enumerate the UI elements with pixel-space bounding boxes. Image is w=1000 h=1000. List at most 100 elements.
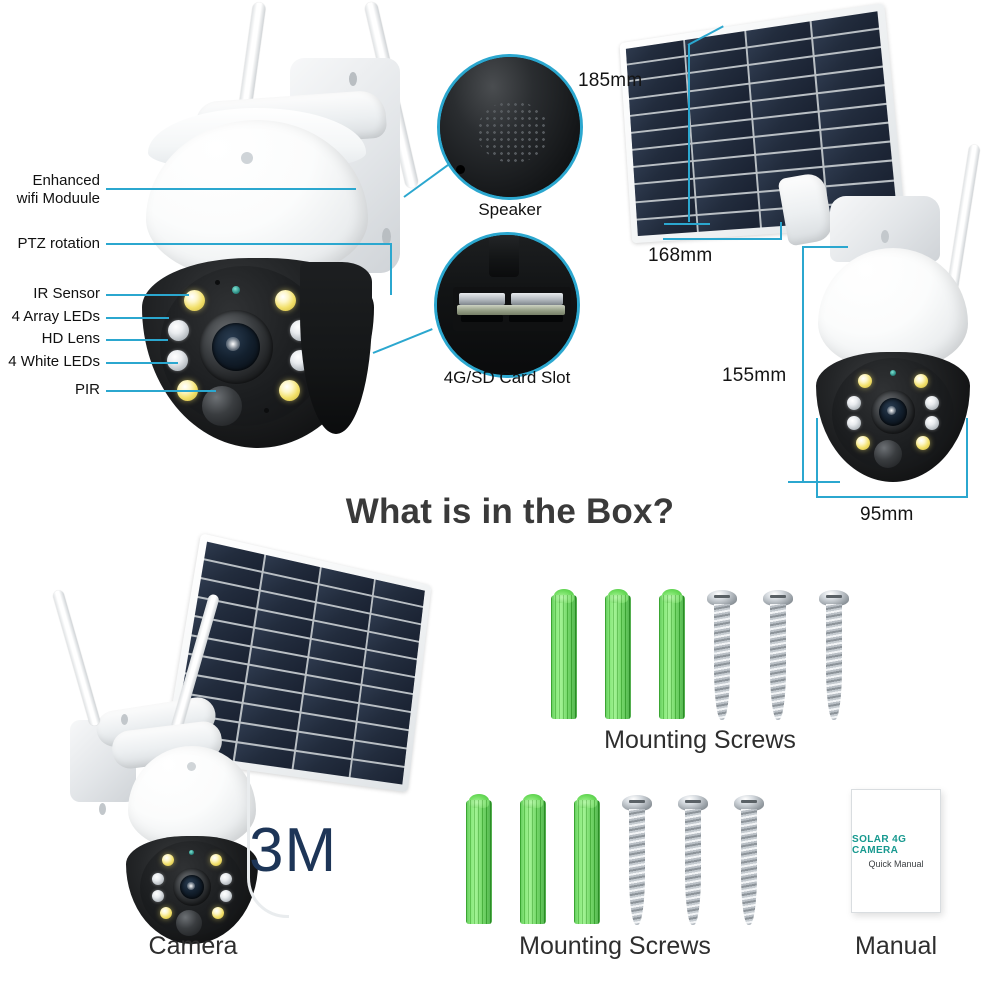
box-white-led-tl <box>162 854 174 866</box>
box-panel-arm-hole <box>121 714 128 725</box>
array-led-left-upper <box>168 320 189 341</box>
hd-lens-glint <box>226 337 240 351</box>
main-camera-mount-screw-hole-2 <box>382 228 391 245</box>
right-white-led-br <box>916 436 930 450</box>
solar-cell <box>635 198 696 219</box>
wall-anchor-1 <box>551 589 577 719</box>
right-camera-ir-dot <box>890 370 896 376</box>
wall-anchor-2 <box>605 589 631 719</box>
screw-slot-4 <box>629 800 645 803</box>
dimension-panel-height: 185mm <box>578 70 643 91</box>
screw-head-4 <box>622 795 652 811</box>
dim-line-panel-height <box>688 44 690 222</box>
box-array-led-lu <box>152 873 164 885</box>
right-array-led-rl <box>925 416 939 430</box>
speaker-callout-circle <box>437 54 583 200</box>
dim-line-camera-height <box>802 246 804 482</box>
right-white-led-tr <box>914 374 928 388</box>
screw-shaft-2 <box>770 604 786 720</box>
right-camera-face <box>816 352 970 482</box>
screw-shaft-5 <box>685 809 701 925</box>
dim-line-panel-width <box>663 238 781 240</box>
screw-shaft-3 <box>826 604 842 720</box>
main-camera-dome-button <box>241 152 253 164</box>
caption-card-slot: 4G/SD Card Slot <box>443 368 571 387</box>
wall-anchor-4 <box>466 794 492 924</box>
screw-head-6 <box>734 795 764 811</box>
pir-sensor <box>202 386 242 426</box>
right-camera-lens-glint <box>887 406 896 415</box>
distance-badge-3m: 3M <box>249 816 338 885</box>
screw-head-2 <box>763 590 793 606</box>
dimension-camera-width: 95mm <box>860 504 914 525</box>
card-slot-rubber-strap <box>489 235 519 277</box>
box-white-led-br <box>212 907 224 919</box>
ir-sensor-dot <box>232 286 240 294</box>
speaker-grille <box>477 101 549 163</box>
box-array-led-rl <box>220 890 232 902</box>
sim-slot-opening <box>461 315 503 322</box>
label-ptz-rotation: PTZ rotation <box>17 235 100 252</box>
screw-head-3 <box>819 590 849 606</box>
right-array-led-lu <box>847 396 861 410</box>
label-ir-sensor: IR Sensor <box>33 285 100 302</box>
right-array-led-ll <box>847 416 861 430</box>
manual-title: SOLAR 4G CAMERA <box>852 833 907 856</box>
screw-head-1 <box>707 590 737 606</box>
leader-enhanced-wifi <box>106 188 356 190</box>
dim-tick-panel-width-right <box>780 222 782 240</box>
dim-tick-camera-height-top <box>802 246 848 248</box>
sim-slot-metal <box>459 293 505 305</box>
right-camera-dome <box>818 248 968 370</box>
wall-anchor-5 <box>520 794 546 924</box>
leader-hd-lens <box>106 339 168 341</box>
screw-shaft-6 <box>741 809 757 925</box>
solar-cell <box>695 192 759 214</box>
leader-ir-sensor <box>106 294 189 296</box>
dimension-camera-height: 155mm <box>722 365 787 386</box>
right-white-led-tl <box>858 374 872 388</box>
box-array-led-ll <box>152 890 164 902</box>
leader-pir <box>106 390 216 392</box>
dim-tick-camera-height-bottom <box>788 481 840 483</box>
dim-line-camera-width <box>816 496 968 498</box>
manual-subtitle: Quick Manual <box>868 858 924 869</box>
box-camera-pir <box>176 910 202 936</box>
white-led-top-left <box>184 290 205 311</box>
screw-slot-5 <box>685 800 701 803</box>
label-pir: PIR <box>74 381 100 398</box>
main-camera-mic-lower <box>264 408 269 413</box>
main-camera-mount-screw-hole <box>349 72 357 86</box>
wall-anchor-6 <box>574 794 600 924</box>
leader-white-leds <box>106 362 178 364</box>
label-hd-lens: HD Lens <box>41 330 100 347</box>
screw-slot-6 <box>741 800 757 803</box>
wall-anchor-3 <box>659 589 685 719</box>
caption-mounting-screws-top: Mounting Screws <box>604 726 796 754</box>
leader-array-leds <box>106 317 169 319</box>
manual-booklet: SOLAR 4G CAMERA Quick Manual <box>851 789 941 913</box>
box-camera-antenna-left <box>51 589 102 727</box>
screw-shaft-1 <box>714 604 730 720</box>
label-enhanced-wifi-module: Enhanced wifi Moduule <box>16 172 100 208</box>
dim-tick-panel-height-bottom <box>664 223 710 225</box>
leader-ptz-rotation-drop <box>390 243 392 295</box>
screw-shaft-4 <box>629 809 645 925</box>
main-camera-mic <box>215 280 220 285</box>
leader-card-slot <box>372 328 433 354</box>
right-camera-pir <box>874 440 902 468</box>
box-camera-face <box>126 836 258 944</box>
label-white-leds: 4 White LEDs <box>8 353 100 370</box>
right-camera-mount-hole <box>881 230 889 243</box>
white-led-bottom-right <box>279 380 300 401</box>
leader-ptz-rotation <box>106 243 391 245</box>
label-array-leds: 4 Array LEDs <box>11 308 100 325</box>
white-led-top-right <box>275 290 296 311</box>
card-slot-board <box>457 305 565 315</box>
right-camera-antenna-right <box>946 144 981 292</box>
dim-tick-camera-width-right <box>966 418 968 498</box>
main-camera-dome <box>146 120 368 280</box>
array-led-left-lower <box>167 350 188 371</box>
screw-head-5 <box>678 795 708 811</box>
